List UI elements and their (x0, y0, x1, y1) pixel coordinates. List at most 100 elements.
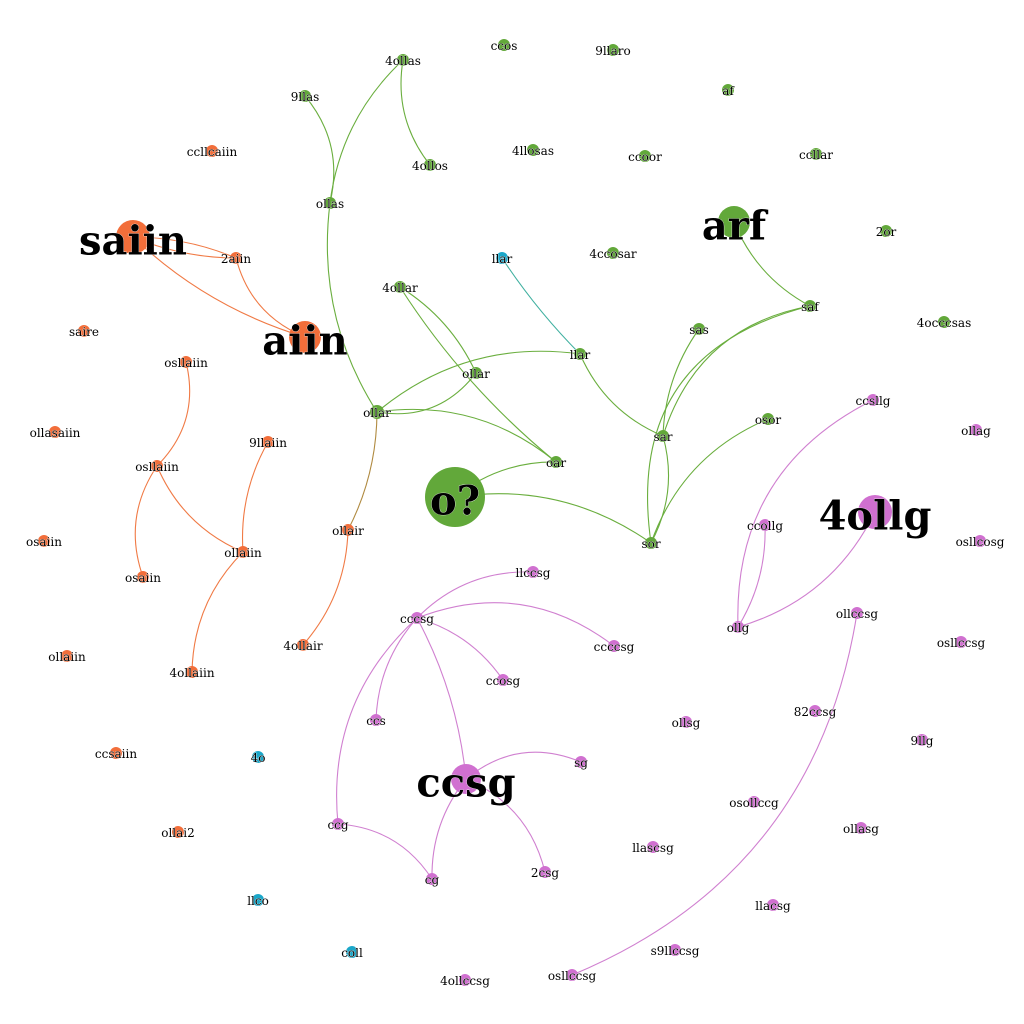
node-p_ccollg[interactable] (759, 519, 771, 531)
node-g_sas[interactable] (693, 323, 705, 335)
node-p_2csg[interactable] (539, 866, 551, 878)
node-label-p_ccsg: ccsg (416, 760, 515, 807)
node-p_ollag[interactable] (970, 424, 982, 436)
node-o_saiin[interactable] (116, 220, 150, 254)
node-label-g_sor: sor (641, 537, 660, 551)
node-g_arf[interactable] (718, 206, 750, 238)
node-o_ccsaiin[interactable] (110, 747, 122, 759)
node-p_cg[interactable] (426, 873, 438, 885)
node-p_ollg[interactable] (732, 621, 744, 633)
node-o_osaiin[interactable] (137, 571, 149, 583)
node-o_ollaiin2[interactable] (61, 650, 73, 662)
node-g_4ccosar[interactable] (607, 247, 619, 259)
node-g_sor[interactable] (645, 537, 657, 549)
node-p_ccosg[interactable] (497, 674, 509, 686)
node-label-g_sas: sas (689, 323, 708, 337)
node-c_llar[interactable] (496, 252, 508, 264)
node-p_9llg[interactable] (916, 734, 928, 746)
node-o_ollai2[interactable] (172, 826, 184, 838)
node-g_ccllar[interactable] (810, 148, 822, 160)
node-p_ccsllg[interactable] (867, 394, 879, 406)
edge-p_cccsg-p_ccccsg (416, 602, 615, 647)
node-p_s9llccsg[interactable] (669, 944, 681, 956)
node-label-p_llacsg: llacsg (755, 899, 791, 913)
node-g_2or[interactable] (880, 225, 892, 237)
node-o_4ollair[interactable] (297, 639, 309, 651)
node-g_sar[interactable] (657, 430, 669, 442)
node-g_4ollas[interactable] (397, 54, 409, 66)
node-c_coll[interactable] (346, 946, 358, 958)
edge-g_4ollar2-g_oar (399, 286, 557, 463)
node-o_osaiin2[interactable] (38, 535, 50, 547)
node-label-o_4ollair: 4ollair (283, 639, 323, 653)
node-p_osllcosg[interactable] (974, 535, 986, 547)
node-p_osollccg[interactable] (748, 796, 760, 808)
node-p_ollccsg[interactable] (851, 607, 863, 619)
node-p_osllccsg[interactable] (566, 969, 578, 981)
node-p_llccsg[interactable] (527, 566, 539, 578)
edge-p_cccsg-p_ccosg (416, 617, 504, 681)
edge-g_ollar-g_ollar2 (376, 372, 477, 415)
node-o_2aiin[interactable] (230, 252, 242, 264)
node-o_osllaiin[interactable] (180, 356, 192, 368)
node-o_ccllcaiin[interactable] (206, 145, 218, 157)
node-c_llco[interactable] (252, 894, 264, 906)
node-label-g_4ccosar: 4ccosar (589, 247, 637, 261)
node-p_ccccsg[interactable] (608, 640, 620, 652)
node-o_9llaiin[interactable] (262, 436, 274, 448)
node-o_ollasaiin[interactable] (49, 426, 61, 438)
node-p_sg[interactable] (575, 756, 587, 768)
edge-o_9llaiin-o_ollaiin (241, 441, 269, 553)
node-g_4occcsas[interactable] (938, 316, 950, 328)
node-g_af[interactable] (722, 84, 734, 96)
node-label-p_cg: cg (425, 873, 440, 887)
edge-p_cccsg-p_ccsg (416, 617, 467, 780)
node-g_4llosas[interactable] (527, 144, 539, 156)
node-p_ccg[interactable] (332, 818, 344, 830)
node-o_ollaiin[interactable] (237, 546, 249, 558)
edge-p_cccsg-p_llccsg (416, 571, 534, 619)
node-p_ollsg[interactable] (680, 716, 692, 728)
node-g_okar[interactable] (425, 467, 485, 527)
node-g_oar[interactable] (550, 456, 562, 468)
node-g_llar[interactable] (574, 348, 586, 360)
node-p_llacsg[interactable] (767, 899, 779, 911)
node-p_4ollccsg[interactable] (459, 974, 471, 986)
edge-g_sar-g_sas (662, 328, 700, 437)
node-g_4ollos[interactable] (424, 159, 436, 171)
node-g_9llas[interactable] (299, 90, 311, 102)
node-c_4o[interactable] (252, 751, 264, 763)
node-g_saf[interactable] (804, 300, 816, 312)
node-o_osllaiin2[interactable] (151, 460, 163, 472)
node-g_osor[interactable] (762, 413, 774, 425)
node-o_aiin[interactable] (289, 321, 321, 353)
node-o_4ollaiin[interactable] (186, 666, 198, 678)
node-p_ccs[interactable] (370, 714, 382, 726)
node-p_llascsg[interactable] (647, 841, 659, 853)
node-label-o_ccllcaiin: ccllcaiin (187, 145, 238, 159)
node-g_ollar[interactable] (370, 405, 384, 419)
node-o_ollair[interactable] (342, 524, 354, 536)
node-label-o_9llaiin: 9llaiin (249, 436, 287, 450)
node-label-c_llco: llco (247, 894, 269, 908)
node-p_ccsg[interactable] (451, 764, 481, 794)
labels-layer: o?arfollarollas4ollas4ollos9llas4ollarol… (26, 39, 1005, 989)
node-label-o_ollaiin2: ollaiin (48, 650, 86, 664)
node-g_ollar2[interactable] (470, 367, 482, 379)
node-p_osllccsg[interactable] (955, 636, 967, 648)
node-g_ccos[interactable] (498, 39, 510, 51)
node-g_ollas[interactable] (324, 197, 336, 209)
node-label-g_9llaro: 9llaro (595, 44, 630, 58)
node-label-g_ccoor: ccoor (628, 150, 662, 164)
edge-o_saiin-o_aiin (132, 236, 306, 338)
node-g_ccoor[interactable] (639, 150, 651, 162)
node-p_4ollg[interactable] (858, 495, 892, 529)
node-p_ollasg[interactable] (855, 822, 867, 834)
node-o_saire[interactable] (78, 325, 90, 337)
node-p_82ccsg[interactable] (809, 705, 821, 717)
edge-g_9llas-g_ollas (304, 95, 335, 204)
node-p_cccsg[interactable] (411, 612, 423, 624)
node-g_4ollar2[interactable] (394, 281, 406, 293)
node-g_9llaro[interactable] (607, 44, 619, 56)
